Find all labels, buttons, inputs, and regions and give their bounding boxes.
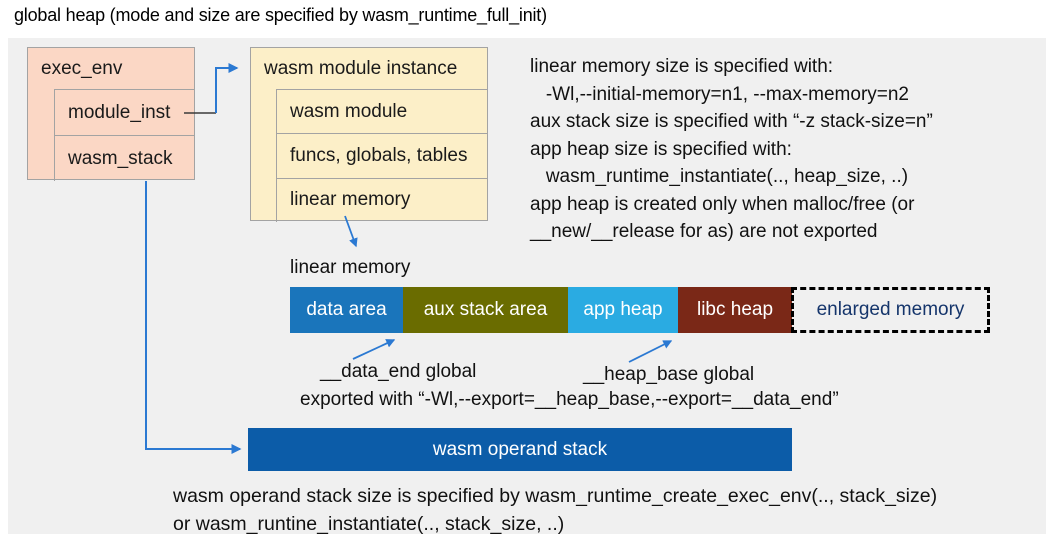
segment-aux-stack-area: aux stack area bbox=[403, 287, 568, 333]
data-end-global-label: __data_end global bbox=[320, 361, 477, 382]
note-line: wasm operand stack size is specified by … bbox=[173, 485, 938, 507]
note-line: aux stack size is specified with “-z sta… bbox=[530, 111, 933, 132]
segment-data-area: data area bbox=[290, 287, 403, 333]
module-instance-box: wasm module instance wasm module funcs, … bbox=[250, 47, 488, 222]
operand-stack-notes: wasm operand stack size is specified by … bbox=[173, 482, 937, 538]
module-instance-row-linear-memory: linear memory bbox=[290, 189, 411, 211]
segment-enlarged-memory: enlarged memory bbox=[791, 287, 990, 333]
exec-env-row-module-inst: module_inst bbox=[55, 90, 194, 136]
note-line: wasm_runtime_instantiate(.., heap_size, … bbox=[530, 166, 909, 187]
heap-base-global-label: __heap_base global bbox=[583, 364, 755, 385]
exec-env-nested: module_inst wasm_stack bbox=[54, 89, 194, 181]
module-instance-row-wasm-module: wasm module bbox=[277, 90, 487, 135]
note-line: or wasm_runtine_instantiate(.., stack_si… bbox=[173, 513, 565, 535]
module-instance-nested: wasm module funcs, globals, tables linea… bbox=[276, 89, 487, 222]
wasm-operand-stack-bar: wasm operand stack bbox=[248, 428, 792, 471]
exported-with-label: exported with “-Wl,--export=__heap_base,… bbox=[300, 389, 839, 410]
memory-size-notes: linear memory size is specified with: -W… bbox=[530, 53, 1050, 246]
exec-env-box: exec_env module_inst wasm_stack bbox=[27, 47, 195, 181]
linear-memory-label: linear memory bbox=[290, 257, 411, 278]
module-instance-row-funcs-globals-tables: funcs, globals, tables bbox=[277, 134, 487, 179]
note-line: app heap size is specified with: bbox=[530, 138, 792, 160]
segment-app-heap: app heap bbox=[568, 287, 678, 333]
segment-libc-heap: libc heap bbox=[678, 287, 792, 333]
note-line: app heap is created only when malloc/fre… bbox=[530, 193, 915, 215]
diagram-title: global heap (mode and size are specified… bbox=[14, 5, 547, 25]
note-line: -Wl,--initial-memory=n1, --max-memory=n2 bbox=[530, 83, 909, 105]
exec-env-header: exec_env bbox=[41, 57, 123, 79]
note-line: linear memory size is specified with: bbox=[530, 56, 834, 77]
module-instance-header: wasm module instance bbox=[264, 57, 458, 79]
note-line: __new/__release for as) are not exported bbox=[530, 221, 878, 242]
exec-env-row-wasm-stack: wasm_stack bbox=[68, 147, 173, 169]
linear-memory-bar: data area aux stack area app heap libc h… bbox=[290, 287, 990, 333]
